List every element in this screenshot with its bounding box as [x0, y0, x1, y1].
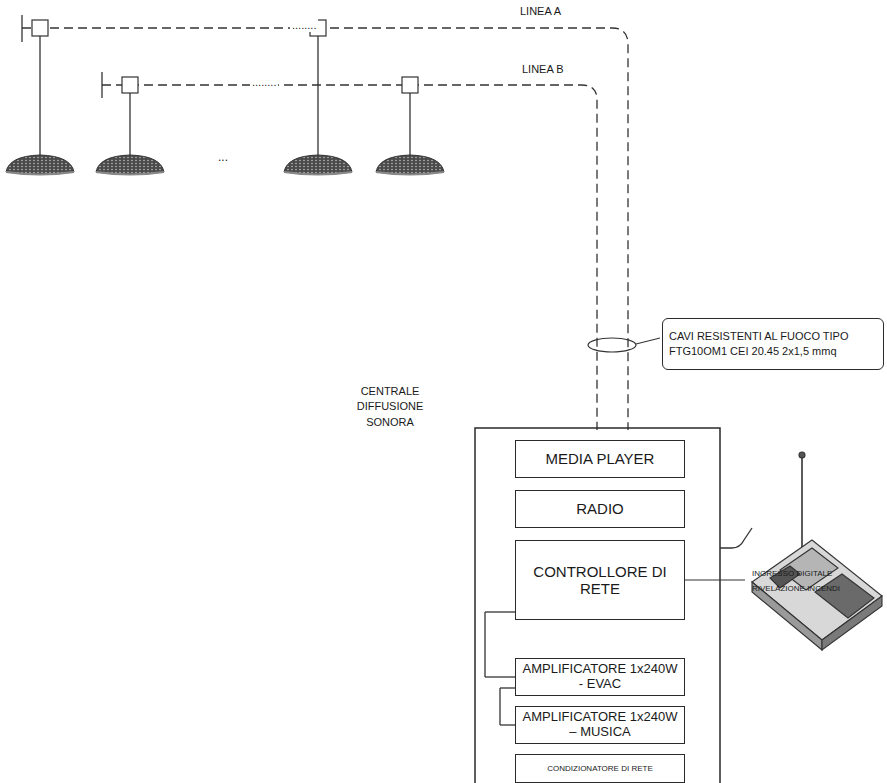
ellipsis: ........ [250, 75, 278, 89]
box-text: AMPLIFICATORE 1x240W – MUSICA [520, 710, 680, 740]
box-text: CAVI RESISTENTI AL FUOCO TIPO FTG10OM1 C… [669, 329, 877, 359]
unit-title: CENTRALE DIFFUSIONE SONORA [335, 384, 445, 430]
box-text: MEDIA PLAYER [546, 450, 655, 467]
box-text: CONDIZIONATORE DI RETE [547, 764, 653, 773]
box-text: CONTROLLORE DI RETE [520, 563, 680, 598]
cable-callout: CAVI RESISTENTI AL FUOCO TIPO FTG10OM1 C… [662, 318, 884, 370]
media-player-box: MEDIA PLAYER [515, 440, 685, 478]
amplifier-box: AMPLIFICATORE 1x240W – MUSICA [515, 706, 685, 744]
line-name: LINEA B [522, 62, 564, 76]
controller-box: CONTROLLORE DI RETE [515, 540, 685, 620]
ellipsis: ... [218, 150, 228, 166]
box-text: RADIO [576, 500, 624, 517]
conditioner-box: CONDIZIONATORE DI RETE [515, 754, 685, 783]
control-unit: CENTRALE DIFFUSIONE SONORAMEDIA PLAYERRA… [475, 428, 720, 783]
amplifier-box: AMPLIFICATORE 1x240W - EVAC [515, 658, 685, 696]
bracket-connector [485, 612, 515, 677]
ellipsis: ........ [290, 18, 318, 32]
line-name: LINEA A [520, 4, 561, 18]
input-note: INGRESSO DIGITALE RIVELAZIONE INCENDI [752, 566, 872, 596]
bracket-connector [500, 688, 515, 725]
box-text: AMPLIFICATORE 1x240W - EVAC [520, 662, 680, 692]
radio-box: RADIO [515, 490, 685, 528]
